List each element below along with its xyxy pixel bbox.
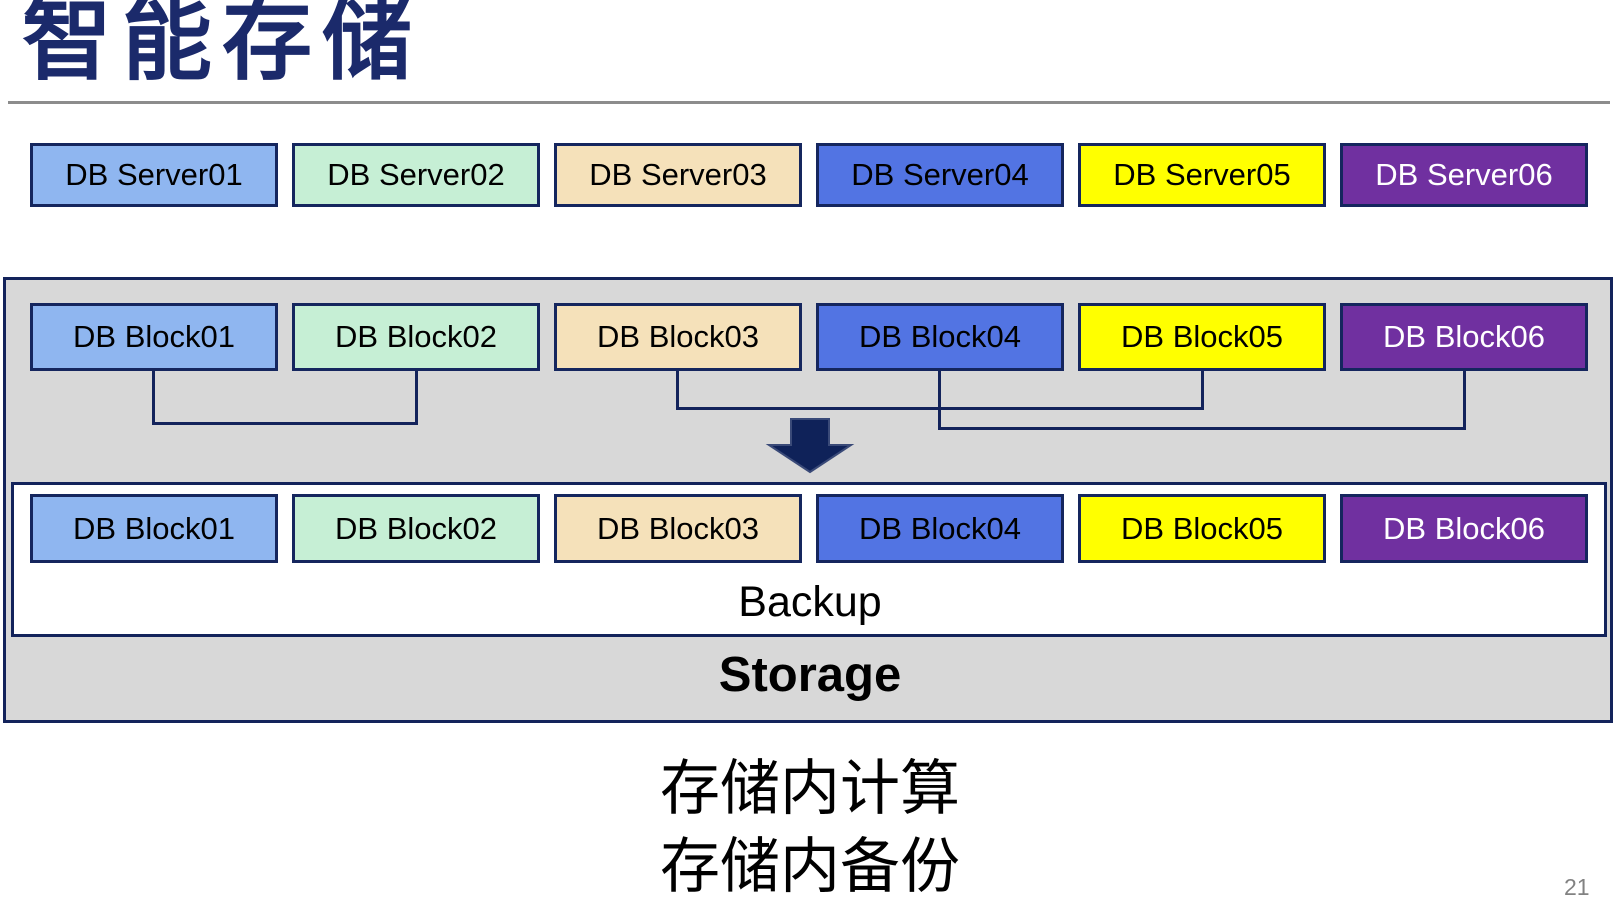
storage-label: Storage xyxy=(718,648,902,702)
db-block-top-box-3: DB Block03 xyxy=(554,303,802,371)
db-block-bottom-box-1: DB Block01 xyxy=(30,494,278,563)
db-block-bottom-box-5: DB Block05 xyxy=(1078,494,1326,563)
db-block-bottom-box-4: DB Block04 xyxy=(816,494,1064,563)
connector-b3-b5-left xyxy=(676,371,679,410)
db-block-bottom-box-6: DB Block06 xyxy=(1340,494,1588,563)
db-block-top-box-1: DB Block01 xyxy=(30,303,278,371)
db-block-top-box-5: DB Block05 xyxy=(1078,303,1326,371)
db-server-box-3: DB Server03 xyxy=(554,143,802,207)
caption: 存储内计算 存储内备份 xyxy=(0,750,1620,906)
connector-b4-b6-bottom xyxy=(938,427,1466,430)
connector-b1-b2-bottom xyxy=(152,422,418,425)
db-server-box-1: DB Server01 xyxy=(30,143,278,207)
db-server-box-4: DB Server04 xyxy=(816,143,1064,207)
connector-b1-b2-left xyxy=(152,371,155,425)
connector-b3-b5-right xyxy=(1201,371,1204,410)
connector-b1-b2-right xyxy=(415,371,418,425)
db-block-top-box-4: DB Block04 xyxy=(816,303,1064,371)
connector-b4-b6-right xyxy=(1463,371,1466,430)
caption-line-compute: 存储内计算 xyxy=(660,755,960,822)
title-divider xyxy=(8,101,1610,104)
page-number: 21 xyxy=(1564,874,1590,900)
connector-b4-b6-left xyxy=(938,371,941,430)
db-server-box-6: DB Server06 xyxy=(1340,143,1588,207)
down-arrow-icon xyxy=(765,418,855,474)
db-block-top-box-6: DB Block06 xyxy=(1340,303,1588,371)
caption-line-backup: 存储内备份 xyxy=(660,833,960,900)
db-block-bottom-box-3: DB Block03 xyxy=(554,494,802,563)
backup-label: Backup xyxy=(738,578,882,626)
page-title: 智能存储 xyxy=(22,0,422,91)
db-block-bottom-box-2: DB Block02 xyxy=(292,494,540,563)
db-server-box-2: DB Server02 xyxy=(292,143,540,207)
db-block-top-box-2: DB Block02 xyxy=(292,303,540,371)
db-server-box-5: DB Server05 xyxy=(1078,143,1326,207)
